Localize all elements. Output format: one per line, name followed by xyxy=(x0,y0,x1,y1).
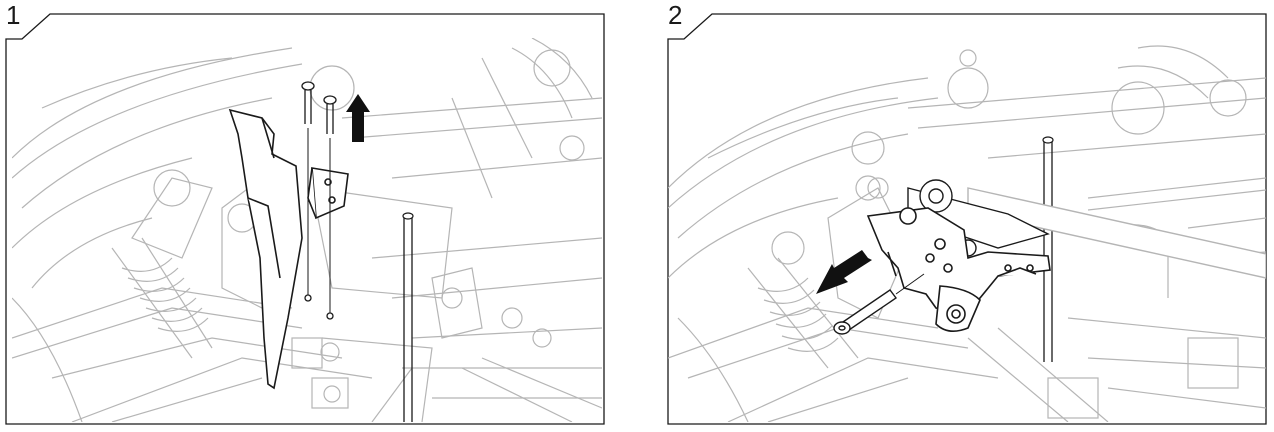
antenna-post xyxy=(1042,136,1054,362)
arrow-down-left-icon xyxy=(816,250,872,294)
wing-mount-part xyxy=(228,108,349,390)
step-1-drawing xyxy=(12,38,602,422)
brace-bar xyxy=(907,179,1266,279)
step-2-frame xyxy=(667,13,1267,425)
step-1-number: 1 xyxy=(6,0,21,30)
step-2-drawing xyxy=(668,45,1266,422)
step-1-frame xyxy=(5,13,605,425)
bulkhead-part xyxy=(866,207,1051,332)
step-2-panel: 2 xyxy=(660,0,1274,432)
antenna-post xyxy=(402,212,414,422)
screw-icon xyxy=(301,81,337,320)
pin-icon xyxy=(833,273,925,335)
arrow-up-icon xyxy=(346,94,370,142)
step-2-number: 2 xyxy=(668,0,683,30)
step-1-panel: 1 xyxy=(0,0,612,432)
